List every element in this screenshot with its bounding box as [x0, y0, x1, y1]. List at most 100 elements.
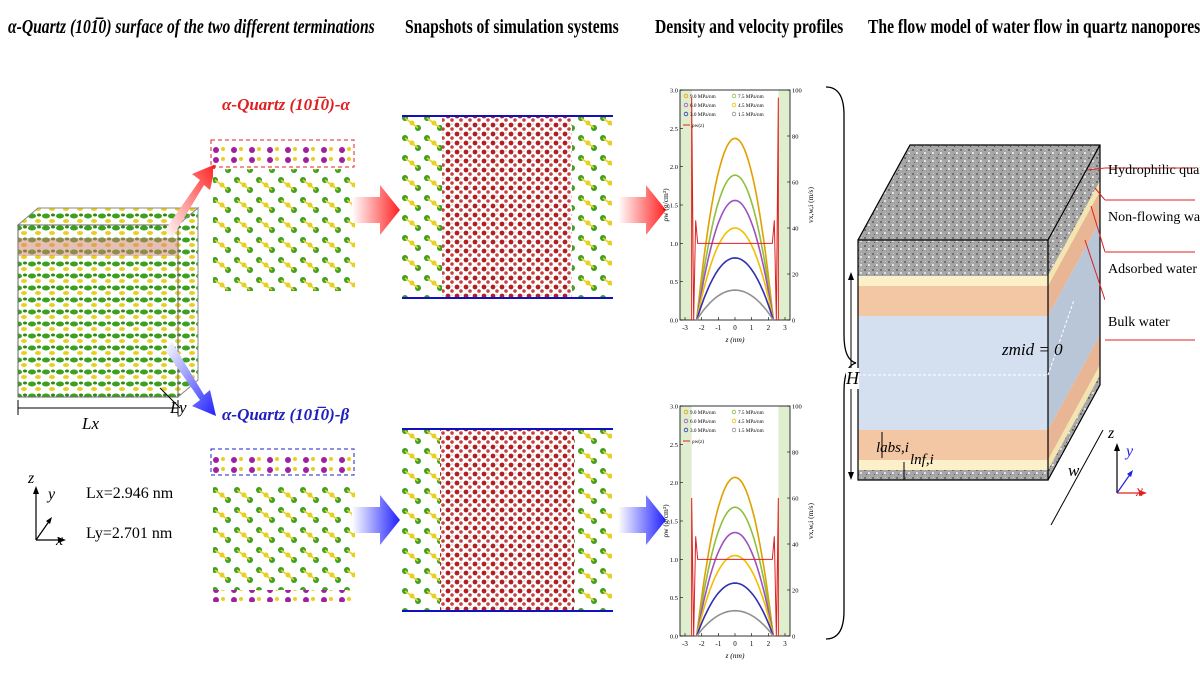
- legend-marker: [683, 418, 689, 424]
- right-tick-label: 40: [792, 542, 799, 549]
- x-tick-label: -3: [682, 640, 688, 648]
- legend-marker: [683, 427, 689, 433]
- arrow-alpha-to-profile: [618, 185, 666, 235]
- x-tick-label: 3: [783, 324, 787, 332]
- y-axis-label-right: vx,w,i (m/s): [806, 187, 815, 223]
- label-adsorbed-water: Adsorbed water: [1108, 262, 1198, 277]
- lx-value: Lx=2.946 nm: [86, 485, 174, 502]
- labs-label: labs,i: [876, 440, 909, 456]
- legend-label: 9.0 MPa/nm: [690, 410, 716, 416]
- beta-surface-structure: [210, 448, 355, 602]
- flow-axis-x: x: [1136, 483, 1144, 500]
- zmid-label: zmid = 0: [1002, 340, 1063, 359]
- label-bulk-water: Bulk water: [1108, 315, 1170, 330]
- beta-termination-title: α-Quartz (101̅0)-β: [222, 405, 350, 424]
- legend-label: 9.0 MPa/nm: [690, 94, 716, 100]
- left-tick-label: 1.0: [670, 557, 678, 564]
- x-tick-label: -1: [715, 324, 721, 332]
- velocity-curve: [695, 531, 775, 637]
- left-tick-label: 1.5: [670, 519, 678, 526]
- x-tick-label: 1: [750, 640, 754, 648]
- velocity-curve: [695, 506, 775, 637]
- velocity-curve: [695, 554, 775, 637]
- velocity-curve: [695, 476, 775, 637]
- velocity-curve: [696, 609, 774, 637]
- right-tick-label: 80: [792, 134, 799, 141]
- right-tick-label: 0: [792, 634, 795, 641]
- velocity-curve: [695, 137, 775, 321]
- right-tick-label: 80: [792, 450, 799, 457]
- legend-marker: [683, 409, 689, 415]
- legend-marker: [731, 427, 737, 433]
- velocity-curve: [695, 199, 775, 321]
- curly-brace: [825, 86, 857, 640]
- right-tick-label: 60: [792, 496, 799, 503]
- legend-label: 6.0 MPa/nm: [690, 103, 716, 109]
- x-tick-label: 0: [733, 640, 737, 648]
- velocity-curve: [695, 257, 775, 321]
- left-tick-label: 2.0: [670, 480, 678, 487]
- alpha-simulation-snapshot: [402, 115, 613, 299]
- cell-axis-x: x: [56, 532, 64, 549]
- left-tick-label: 0.0: [670, 318, 678, 325]
- legend-marker: [683, 93, 689, 99]
- left-tick-label: 3.0: [670, 88, 678, 95]
- right-tick-label: 0: [792, 318, 795, 325]
- y-axis-label-right: vx,w,i (m/s): [806, 503, 815, 539]
- label-hydrophilic-quartz: Hydrophilic quartz: [1108, 163, 1200, 178]
- legend-density-label: ρw(z): [692, 122, 704, 129]
- y-axis-label-left: ρw (g/cm³): [661, 188, 670, 222]
- left-tick-label: 2.5: [670, 442, 678, 449]
- legend-label: 4.5 MPa/nm: [738, 103, 764, 109]
- w-label: w: [1068, 461, 1080, 480]
- header-flow-model: The flow model of water flow in quartz n…: [868, 16, 1200, 38]
- legend-marker: [683, 111, 689, 117]
- label-leaders: [1105, 167, 1195, 341]
- velocity-curve: [695, 227, 775, 321]
- right-tick-label: 20: [792, 588, 799, 595]
- flow-axis-z: z: [1108, 425, 1115, 442]
- cell-axis-z: z: [28, 470, 35, 487]
- flow-axes-icon: [1114, 443, 1147, 496]
- header-profiles: Density and velocity profiles: [655, 16, 844, 38]
- legend-label: 4.5 MPa/nm: [738, 419, 764, 425]
- right-tick-label: 60: [792, 180, 799, 187]
- right-wall-region: [778, 90, 790, 320]
- velocity-curve: [695, 582, 775, 637]
- alpha-surface-structure: [210, 139, 355, 291]
- lnf-label: lnf,i: [910, 452, 934, 468]
- left-tick-label: 0.0: [670, 634, 678, 641]
- label-non-flowing-water: Non-flowing water: [1108, 210, 1200, 225]
- quartz-unit-cell: [16, 206, 200, 415]
- left-wall-region: [680, 90, 692, 320]
- legend-label: 7.5 MPa/nm: [738, 410, 764, 416]
- velocity-curve: [696, 289, 774, 321]
- velocity-curve: [695, 174, 775, 321]
- legend-marker: [731, 409, 737, 415]
- x-tick-label: -2: [699, 324, 705, 332]
- branch-arrows: [165, 164, 216, 416]
- y-axis-label-left: ρw (g/cm³): [661, 504, 670, 538]
- arrow-alpha-to-snapshot: [352, 185, 400, 235]
- right-tick-label: 100: [792, 404, 802, 411]
- x-tick-label: -3: [682, 324, 688, 332]
- left-tick-label: 1.5: [670, 203, 678, 210]
- legend-density-label: ρw(z): [692, 438, 704, 445]
- density-curve: [691, 497, 779, 637]
- cell-axes-icon: [33, 486, 66, 543]
- left-tick-label: 2.0: [670, 164, 678, 171]
- x-tick-label: 2: [767, 324, 771, 332]
- flow-model-block: [857, 144, 1105, 526]
- x-tick-label: -1: [715, 640, 721, 648]
- right-tick-label: 40: [792, 226, 799, 233]
- x-tick-label: 0: [733, 324, 737, 332]
- flow-axis-y: y: [1126, 443, 1134, 460]
- legend-marker: [731, 102, 737, 108]
- legend-marker: [731, 111, 737, 117]
- h-label: H: [846, 368, 859, 389]
- legend-label: 1.5 MPa/nm: [738, 428, 764, 434]
- x-tick-label: 2: [767, 640, 771, 648]
- left-tick-label: 3.0: [670, 404, 678, 411]
